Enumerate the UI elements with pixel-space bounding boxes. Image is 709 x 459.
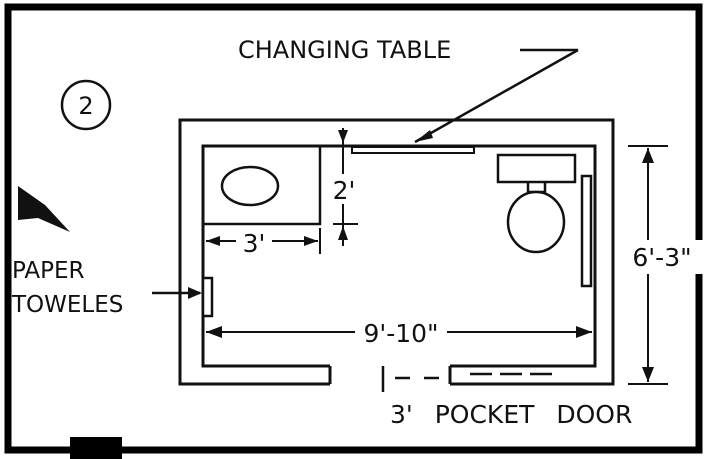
- svg-text:9'-10": 9'-10": [363, 319, 438, 348]
- paper-towels-label: PAPER TOWELES: [11, 258, 202, 318]
- changing-table: [351, 146, 475, 154]
- svg-text:TOWELES: TOWELES: [11, 292, 123, 318]
- svg-text:6'-3": 6'-3": [632, 243, 691, 272]
- sink-counter: [201, 144, 322, 226]
- edge-arrow-icon: [18, 186, 70, 232]
- changing-table-label: CHANGING TABLE: [238, 36, 579, 144]
- dimension-counter-width: 3': [206, 228, 321, 258]
- svg-text:CHANGING TABLE: CHANGING TABLE: [238, 36, 451, 64]
- toilet: [496, 153, 577, 254]
- dimension-counter-depth: 2': [330, 128, 358, 246]
- grab-bar: [580, 174, 593, 288]
- svg-text:PAPER: PAPER: [12, 258, 85, 284]
- pocket-door-label: 3' POCKET DOOR: [390, 400, 632, 429]
- dark-block: [70, 437, 122, 459]
- outer-frame: [4, 3, 703, 454]
- callout-number: 2: [78, 92, 93, 120]
- dimension-room-width: 9'-10": [206, 316, 592, 348]
- pocket-door: [381, 366, 552, 392]
- callout-badge: 2: [60, 79, 112, 131]
- dimension-room-depth: 6'-3": [620, 145, 704, 385]
- svg-text:2': 2': [333, 176, 356, 205]
- svg-text:3': 3': [243, 229, 266, 258]
- sink-basin: [220, 165, 280, 207]
- paper-towel-dispenser: [201, 276, 214, 318]
